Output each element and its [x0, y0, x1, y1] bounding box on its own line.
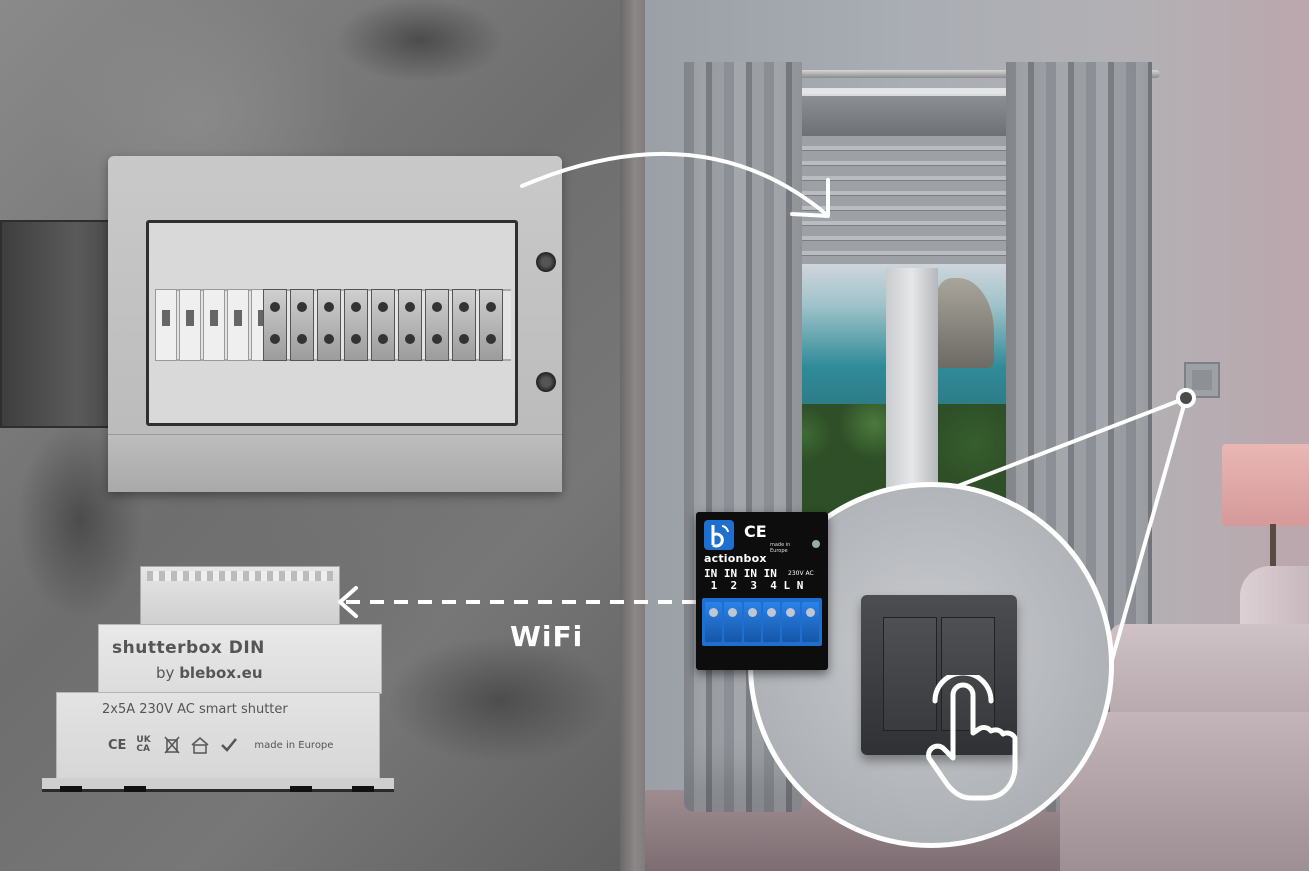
- ukca-mark: UK CA: [136, 735, 151, 754]
- shutterbox-din-module: shutterbox DIN by blebox.eu 2x5A 230V AC…: [42, 566, 394, 796]
- curtain-rod: [690, 70, 1160, 78]
- curved-arrow: [520, 151, 828, 216]
- cabinet-interior: [146, 220, 518, 426]
- house-icon: [191, 737, 209, 754]
- hand-pointer-icon: [926, 675, 1018, 801]
- wifi-arrow-head: [338, 586, 358, 618]
- by-prefix: by: [156, 664, 175, 682]
- shutterbox-by-line: by blebox.eu: [156, 664, 263, 682]
- ce-mark: CE: [108, 737, 127, 753]
- double-wall-switch: [861, 595, 1017, 755]
- shutter-housing: [790, 96, 1034, 136]
- actionbox-inputs-bottom: 1 2 3 4 L N: [704, 579, 804, 592]
- weee-bin-icon: [164, 736, 180, 754]
- actionbox-made-in: made in Europe: [770, 542, 791, 554]
- actionbox-module: CE made in Europe actionbox IN IN IN IN …: [696, 512, 828, 670]
- actionbox-inputs-top: IN IN IN IN: [704, 567, 777, 580]
- actionbox-voltage: 230V AC: [788, 570, 814, 577]
- certification-marks: CE UK CA made in Europe: [108, 736, 333, 754]
- actionbox-ce-mark: CE: [744, 522, 767, 541]
- blebox-brand: blebox.eu: [179, 664, 263, 682]
- shutterbox-spec: 2x5A 230V AC smart shutter: [102, 702, 288, 717]
- shutterbox-brand: shutterbox DIN: [112, 638, 265, 658]
- curved-arrow-head: [790, 178, 830, 218]
- cabinet-door: [0, 220, 132, 428]
- made-in-europe-label: made in Europe: [254, 739, 334, 751]
- actionbox-name: actionbox: [704, 552, 767, 565]
- blebox-b-logo-icon: [704, 520, 734, 550]
- electrical-cabinet: [108, 156, 562, 492]
- sofa-back: [1110, 624, 1309, 714]
- zoom-pointer-line-top: [957, 396, 1187, 488]
- zoom-pointer-dot: [1176, 388, 1196, 408]
- wifi-label: WiFi: [510, 620, 584, 653]
- switch-rocker-right: [941, 617, 995, 731]
- zoom-pointer-line-side: [1110, 397, 1188, 661]
- sofa-seat: [1060, 712, 1309, 871]
- actionbox-input-labels: IN IN IN IN 1 2 3 4 L N: [704, 568, 803, 592]
- actionbox-terminal-block: [702, 598, 822, 646]
- actionbox-led: [812, 540, 820, 548]
- rohs-check-icon: [221, 738, 238, 752]
- switch-rocker-left: [883, 617, 937, 731]
- lamp-shade: [1222, 444, 1309, 526]
